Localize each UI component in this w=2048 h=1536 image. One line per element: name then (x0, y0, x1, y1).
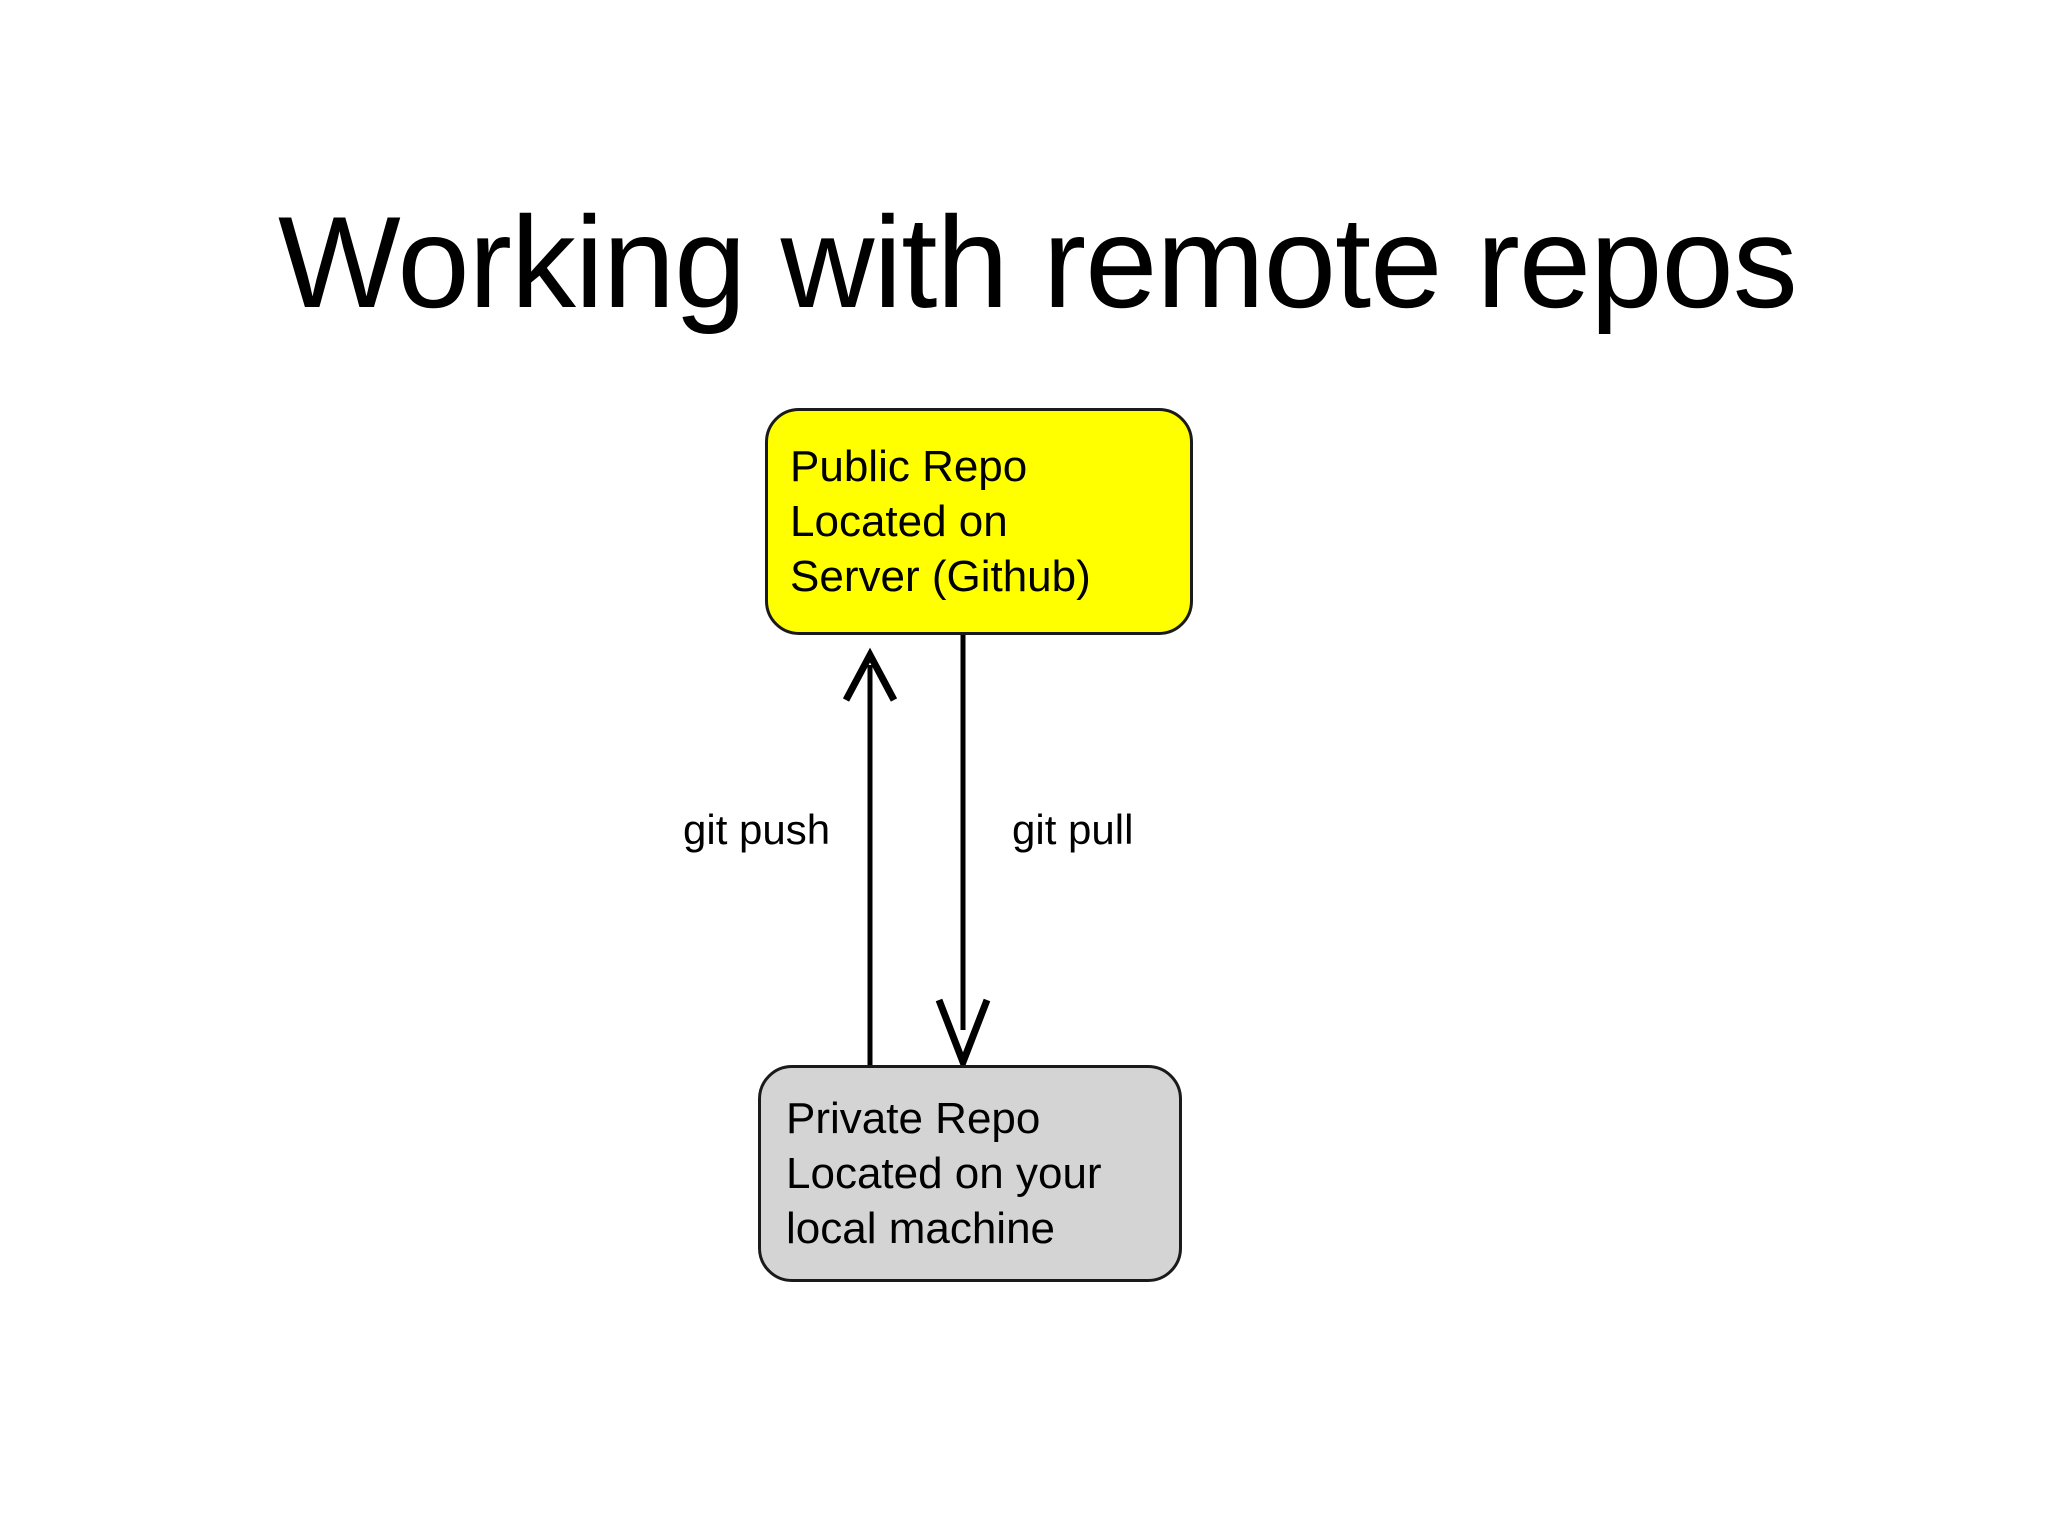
node-private-repo-line-3: local machine (786, 1204, 1056, 1253)
node-private-repo-line-2: Located on your (786, 1149, 1102, 1198)
node-public-repo-line-1: Public Repo (790, 442, 1028, 491)
edge-git-push (842, 647, 898, 1065)
page-title: Working with remote repos (278, 189, 1798, 335)
node-private-repo[interactable]: Private Repo Located on your local machi… (758, 1065, 1182, 1282)
edge-label-git-push: git push (683, 806, 831, 853)
edge-git-pull (935, 635, 991, 1072)
node-public-repo-line-2: Located on (790, 497, 1008, 546)
edge-label-git-pull: git pull (1012, 806, 1134, 853)
node-public-repo[interactable]: Public Repo Located on Server (Github) (765, 408, 1193, 635)
node-public-repo-line-3: Server (Github) (790, 552, 1091, 601)
node-private-repo-line-1: Private Repo (786, 1094, 1041, 1143)
